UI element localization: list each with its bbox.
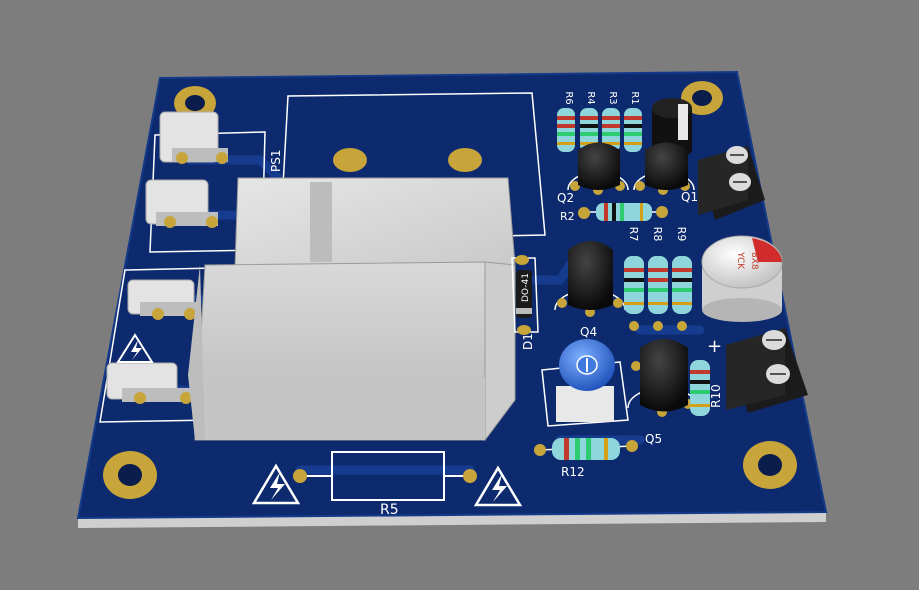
resistor-r1 <box>624 108 642 152</box>
q4-label: Q4 <box>580 325 597 339</box>
ps1-pad-right <box>448 148 482 172</box>
high-voltage-warning-icon-left <box>251 463 301 505</box>
terminal-block-bottom <box>726 328 808 413</box>
transistor-q4 <box>554 241 626 317</box>
ps1-label: PS1 <box>269 150 283 173</box>
mounting-hole-bottom-left <box>103 451 157 499</box>
transistor-q2 <box>567 142 629 195</box>
faston-connector-3 <box>99 267 216 423</box>
r7-label: R7 <box>627 227 640 242</box>
r8-label: R8 <box>651 227 664 242</box>
q2-label: Q2 <box>557 191 574 205</box>
transistor-q1 <box>633 142 695 195</box>
resistor-r2 <box>578 203 668 221</box>
resistor-r12 <box>534 438 638 460</box>
trimmer-potentiometer <box>541 339 629 427</box>
mounting-hole-bottom-right <box>743 441 797 489</box>
ps1-transformer <box>188 177 516 442</box>
resistor-r3 <box>602 108 620 152</box>
high-voltage-warning-icon <box>116 333 154 363</box>
r12-label: R12 <box>561 465 585 479</box>
capacitor-code-marking: 8X8 <box>749 252 759 270</box>
resistor-r10 <box>690 360 710 416</box>
r5-footprint <box>293 451 477 501</box>
resistor-r9 <box>672 256 692 331</box>
r4-label: R4 <box>585 91 596 104</box>
r3-label: R3 <box>607 91 618 104</box>
terminal-block-top <box>698 146 765 220</box>
capacitor-brand-marking: YCK <box>735 251 745 270</box>
faston-connector-2 <box>145 179 218 228</box>
faston-connector-4 <box>106 362 192 404</box>
d1-label: D1 <box>521 333 535 350</box>
r9-label: R9 <box>675 227 688 242</box>
r2-label: R2 <box>560 210 575 223</box>
resistor-r7 <box>624 256 644 331</box>
r1-label: R1 <box>629 91 640 104</box>
r6-label: R6 <box>563 91 574 104</box>
pcb-board-shade <box>76 70 828 520</box>
q5-label: Q5 <box>645 432 662 446</box>
ps1-pad-left <box>333 148 367 172</box>
q1-label: Q1 <box>681 190 698 204</box>
resistor-r6 <box>557 108 575 152</box>
d1-package-label: DO-41 <box>521 273 531 302</box>
polarity-plus-label: + <box>707 336 722 357</box>
resistor-r4 <box>580 108 598 152</box>
high-voltage-warning-icon-right <box>473 465 523 507</box>
board-edge <box>78 512 826 528</box>
electrolytic-capacitor-large <box>701 235 783 322</box>
r10-label: R10 <box>709 384 723 408</box>
d1-diode <box>511 255 539 335</box>
r5-label: R5 <box>380 502 399 518</box>
resistor-r8 <box>648 256 668 331</box>
